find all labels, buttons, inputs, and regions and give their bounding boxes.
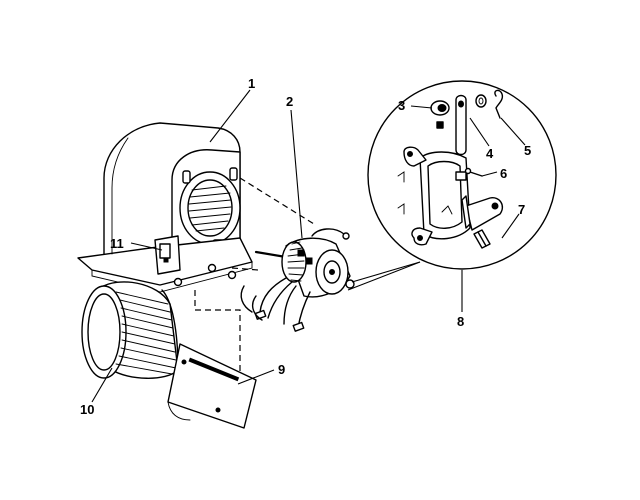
part-7-arm [461,195,504,249]
callout-4: 4 [486,146,494,161]
blower-wheel [81,281,179,379]
callout-11: 11 [110,236,124,251]
blower-motor [240,228,355,332]
callout-7: 7 [518,202,525,217]
detail-leader-line-2 [347,261,421,291]
detail-leader-line [351,261,421,283]
callout-5: 5 [524,143,531,158]
part-3-grommet [430,100,450,129]
alignment-guides [194,177,315,402]
part-6-pin [464,167,483,177]
callout-1: 1 [248,76,255,91]
callout-numbers: 1 2 3 4 5 6 7 8 9 10 11 [80,76,531,417]
callout-8: 8 [457,314,464,329]
cutoff-plate [167,343,257,429]
motor-mount-detail [367,80,557,270]
callout-3: 3 [398,98,405,113]
part-11-plug [159,243,171,259]
leader-lines [91,89,526,403]
blower-housing [77,122,253,293]
part-5-clip [494,89,504,119]
callout-6: 6 [500,166,507,181]
motor-mount-bracket [397,146,471,246]
callout-9: 9 [278,362,285,377]
part-4-strap [455,94,487,156]
callout-2: 2 [286,94,293,109]
callout-10: 10 [80,402,94,417]
